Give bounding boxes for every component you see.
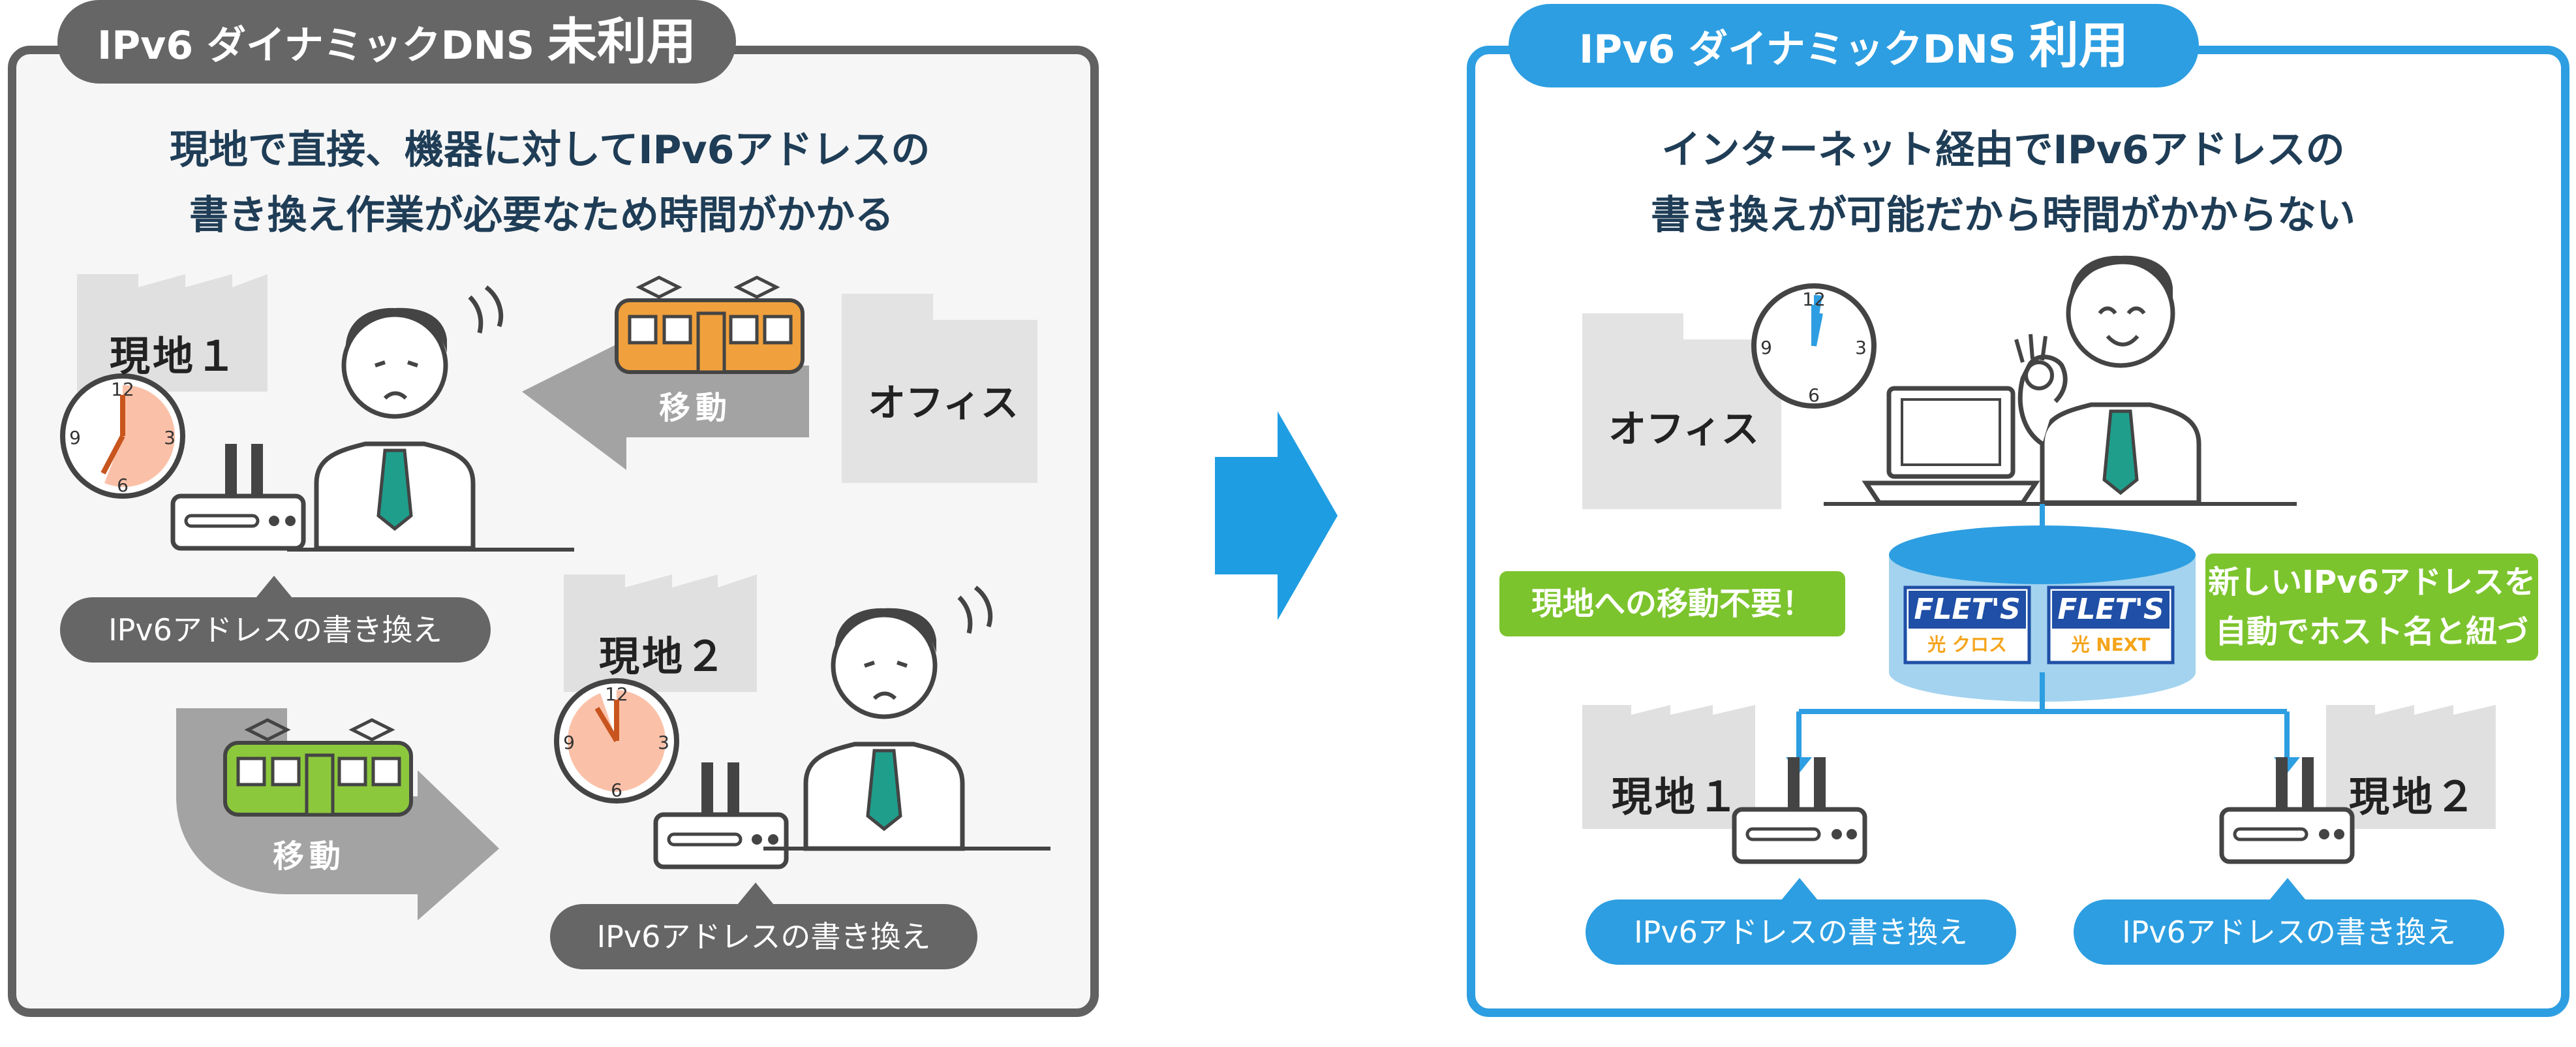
clock-icon: 12 3 6 9: [60, 373, 185, 499]
green-train-icon: [223, 718, 413, 817]
tag-notch: [2269, 878, 2306, 900]
orange-train-icon: [615, 275, 805, 374]
left-heading-line-2: 書き換え作業が必要なため時間がかかる: [189, 193, 894, 238]
office-building-icon: [1582, 313, 1781, 509]
laptop-icon: [1862, 386, 2040, 505]
router-icon: [1732, 757, 1867, 864]
factory-icon: [2326, 705, 2496, 829]
clock-icon: 12 3 6 9: [1751, 283, 1877, 409]
left-site1-label: 現地１: [110, 332, 239, 380]
left-office-label: オフィス: [868, 381, 1019, 425]
happy-person-icon: [2014, 255, 2201, 505]
clock-number: 3: [658, 732, 669, 753]
left-tag1: IPv6アドレスの書き換え: [60, 597, 491, 663]
right-heading: インターネット経由でIPv6アドレスの 書き換えが可能だから時間がかからない: [1631, 117, 2375, 248]
factory-icon: [1582, 705, 1755, 829]
right-panel-title: IPv6 ダイナミックDNS 利用: [1509, 4, 2199, 87]
left-move-bottom-label: 移動: [273, 838, 346, 875]
clock-number: 9: [563, 732, 575, 753]
left-move-top-label: 移動: [659, 390, 733, 426]
clock-number: 3: [164, 427, 176, 448]
left-tag2: IPv6アドレスの書き換え: [550, 904, 977, 969]
tag-notch: [256, 576, 292, 598]
flets-next-logo-text: FLET'S: [2057, 593, 2164, 626]
worried-person-icon: [314, 285, 504, 551]
left-site2-label: 現地２: [599, 633, 729, 680]
router-icon: [170, 444, 306, 551]
flets-next-logo-sub: 光 NEXT: [2071, 634, 2151, 655]
tag-notch: [1781, 878, 1818, 900]
clock-number: 6: [117, 475, 129, 496]
flets-cross-logo-text: FLET'S: [1914, 593, 2021, 626]
clock-number: 9: [69, 427, 81, 448]
right-tag1: IPv6アドレスの書き換え: [1586, 899, 2016, 965]
clock-number: 3: [1855, 337, 1867, 358]
right-title-emphasis: 利用: [2029, 16, 2129, 74]
auto-link-box: 新しいIPv6アドレスを 自動でホスト名と紐づけ: [2205, 554, 2538, 700]
factory-icon: [77, 274, 268, 392]
left-title-main: IPv6 ダイナミックDNS: [97, 23, 535, 69]
worried-person-icon: [803, 586, 993, 851]
router-icon: [2219, 757, 2355, 864]
right-site2-label: 現地２: [2349, 773, 2479, 820]
right-tag2: IPv6アドレスの書き換え: [2074, 899, 2504, 965]
flets-cross-logo-sub: 光 クロス: [1927, 634, 2007, 655]
auto-link-line-2: 自動でホスト名と紐づけ: [2215, 614, 2528, 700]
flets-next-logo-icon: [2047, 586, 2175, 664]
clock-icon: 12 3 6 9: [554, 678, 679, 804]
right-title-main: IPv6 ダイナミックDNS: [1578, 27, 2017, 72]
clock-number: 6: [611, 779, 622, 801]
office-building-icon: [842, 294, 1037, 483]
tag-notch: [737, 883, 774, 905]
left-title-emphasis: 未利用: [547, 12, 697, 70]
right-office-label: オフィス: [1608, 407, 1759, 451]
factory-icon: [564, 574, 757, 692]
left-heading: 現地で直接、機器に対してIPv6アドレスの 書き換え作業が必要なため時間がかかる: [170, 117, 930, 248]
clock-number: 6: [1808, 384, 1820, 406]
no-travel-box: 現地への移動不要！: [1499, 571, 1845, 636]
left-heading-line-1: 現地で直接、機器に対してIPv6アドレスの: [170, 127, 930, 173]
auto-link-line-1: 新しいIPv6アドレスを: [2208, 564, 2536, 601]
left-panel-title: IPv6 ダイナミックDNS 未利用: [57, 0, 736, 84]
flets-cross-logo-icon: [1903, 586, 2031, 664]
clock-number: 9: [1760, 337, 1772, 358]
right-heading-line-2: 書き換えが可能だから時間がかからない: [1651, 193, 2355, 238]
router-icon: [653, 762, 789, 869]
right-site1-label: 現地１: [1612, 773, 1741, 820]
right-heading-line-1: インターネット経由でIPv6アドレスの: [1661, 127, 2345, 173]
transition-arrow-icon: [1215, 411, 1338, 620]
